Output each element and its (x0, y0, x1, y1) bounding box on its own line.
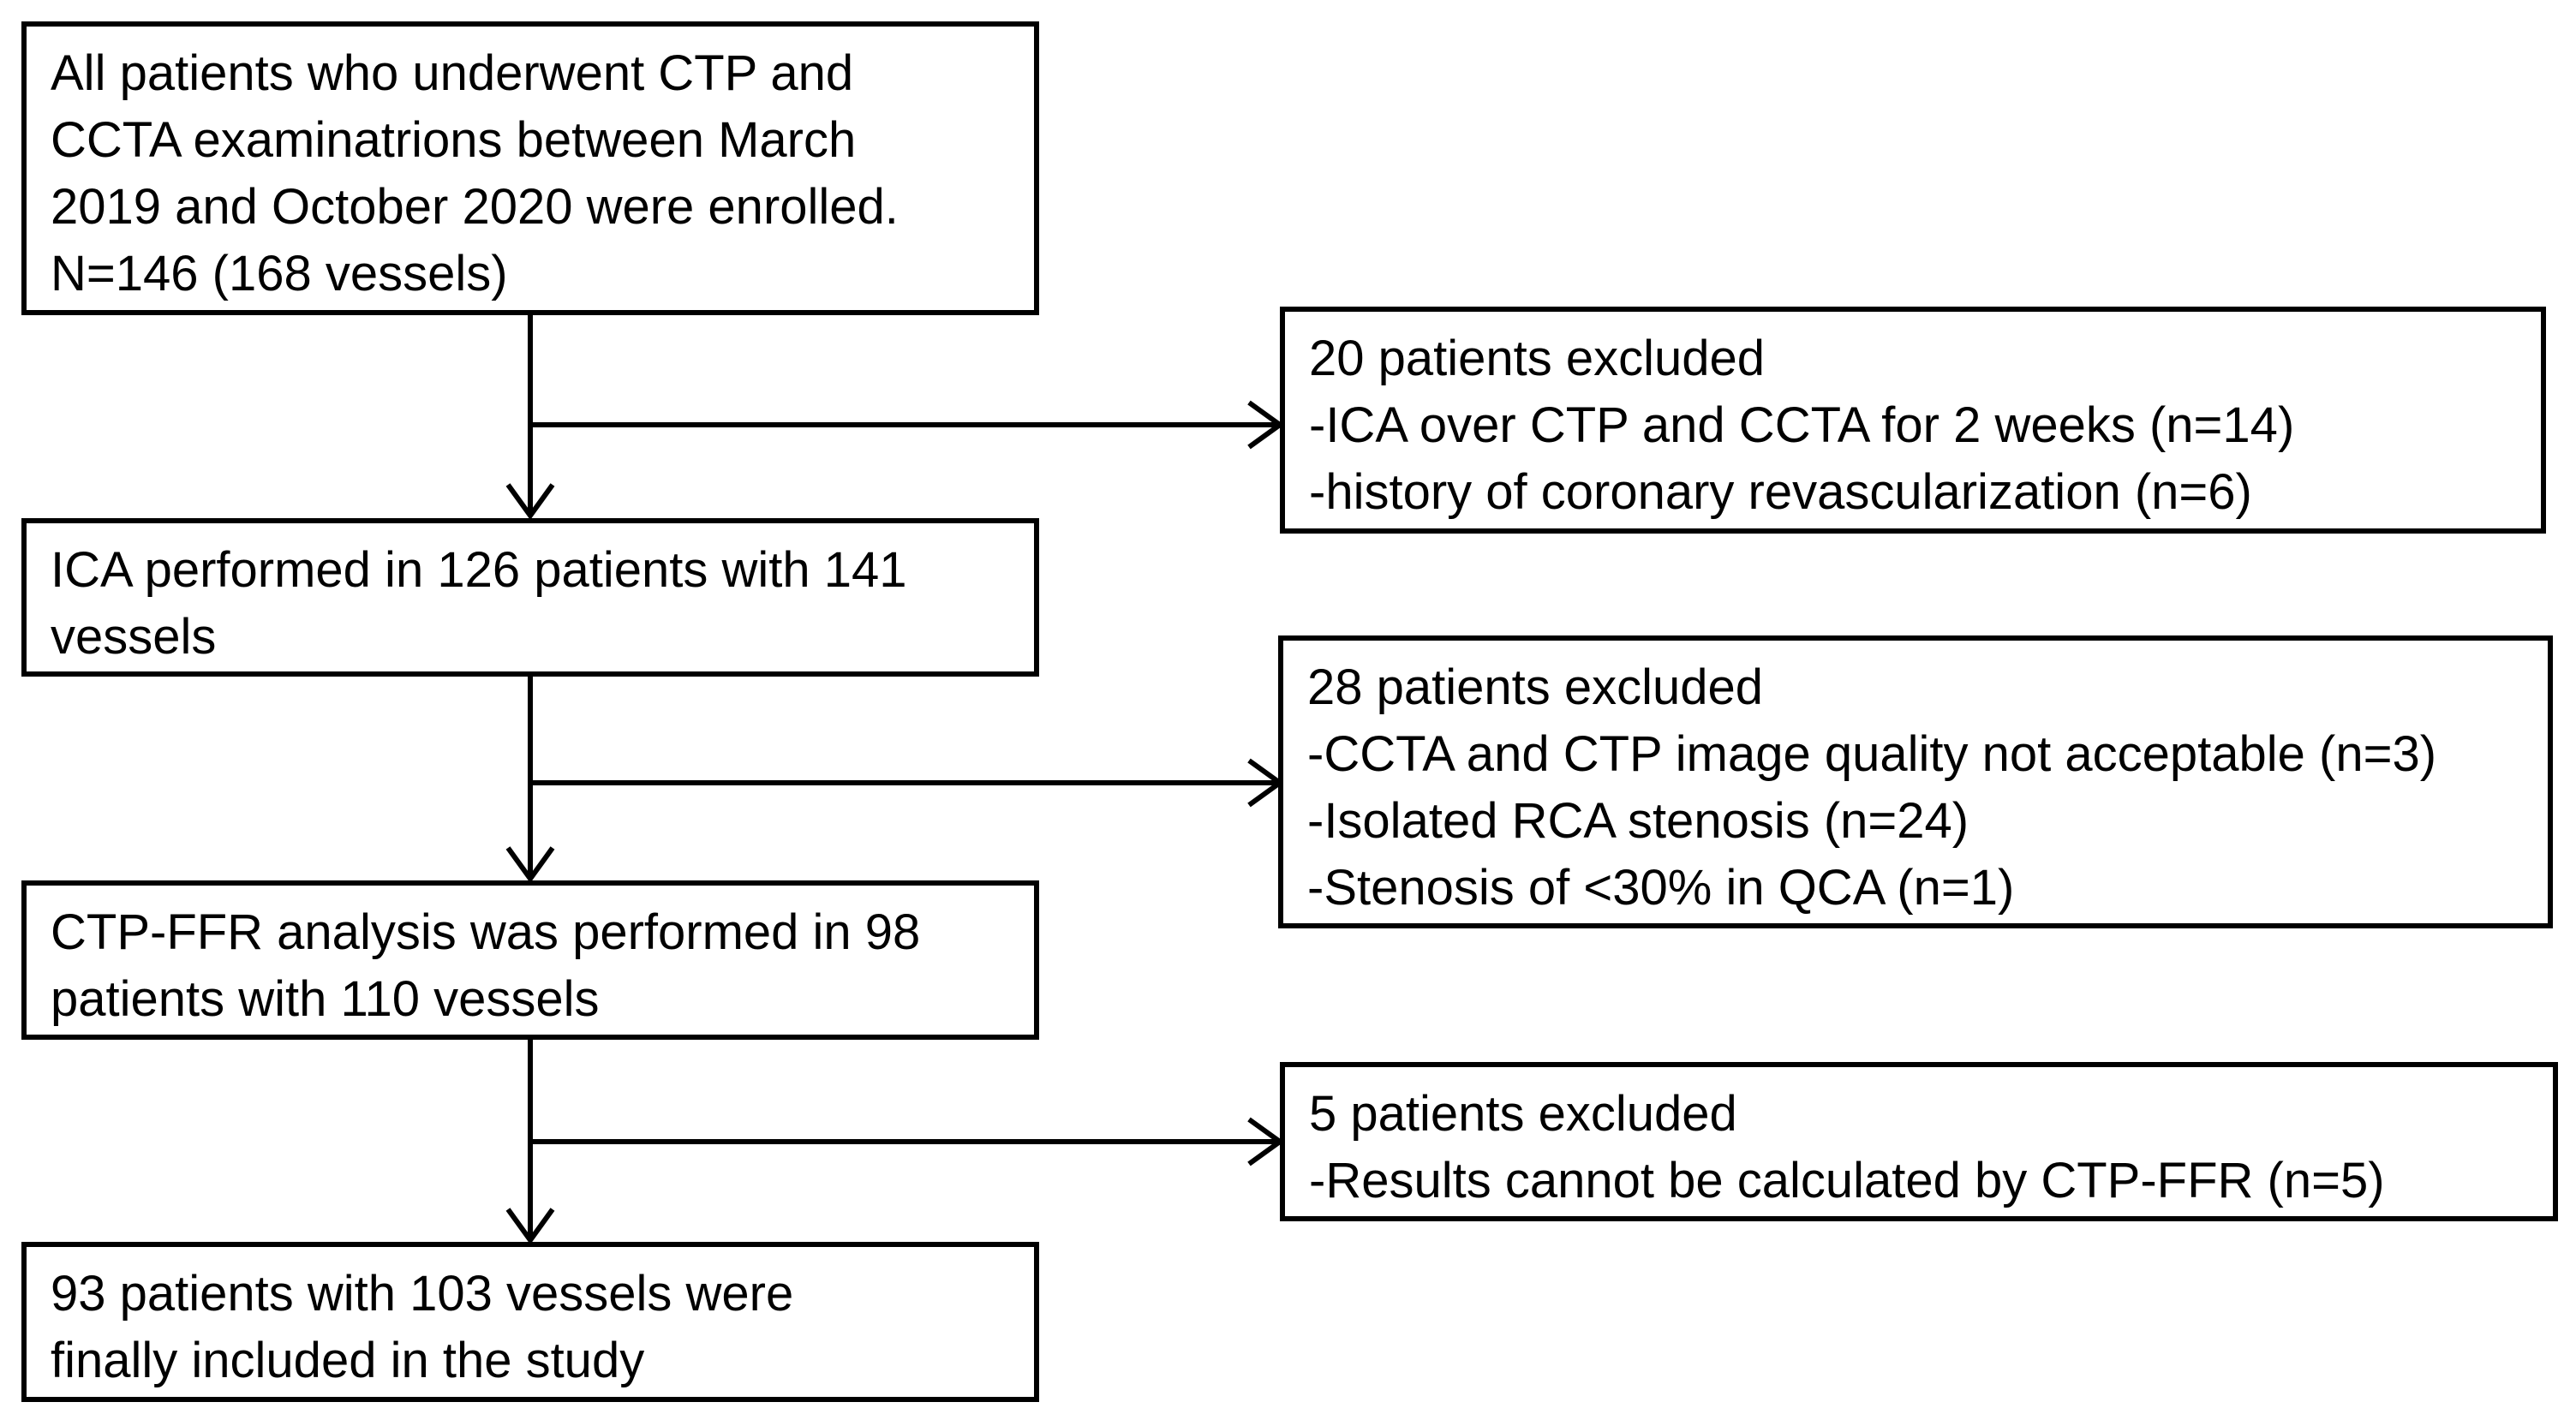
box-exclusion-2-line-4: -Stenosis of <30% in QCA (n=1) (1307, 860, 2015, 916)
box-final-line-1: 93 patients with 103 vessels were (51, 1266, 794, 1322)
box-exclusion-2: 28 patients excluded -CCTA and CTP image… (1278, 635, 2553, 928)
box-final-line-2: finally included in the study (51, 1333, 645, 1388)
box-ica: ICA performed in 126 patients with 141 v… (21, 518, 1039, 677)
box-exclusion-2-line-2: -CCTA and CTP image quality not acceptab… (1307, 726, 2437, 782)
box-enrolled: All patients who underwent CTP and CCTA … (21, 21, 1039, 315)
box-enrolled-line-3: 2019 and October 2020 were enrolled. (51, 179, 899, 235)
arrowhead-ctp-ffr-to-final (505, 1208, 555, 1245)
box-exclusion-1-line-3: -history of coronary revascularization (… (1309, 464, 2252, 520)
box-exclusion-1-line-2: -ICA over CTP and CCTA for 2 weeks (n=14… (1309, 397, 2295, 453)
box-enrolled-line-1: All patients who underwent CTP and (51, 45, 854, 101)
box-ica-line-2: vessels (51, 609, 217, 665)
box-exclusion-1: 20 patients excluded -ICA over CTP and C… (1280, 307, 2546, 534)
box-enrolled-line-4: N=146 (168 vessels) (51, 246, 508, 301)
box-ctp-ffr-line-1: CTP-FFR analysis was performed in 98 (51, 904, 921, 960)
arrowhead-ica-to-ctp-ffr (505, 846, 555, 884)
box-ica-line-1: ICA performed in 126 patients with 141 (51, 542, 907, 598)
box-enrolled-line-2: CCTA examinatrions between March (51, 112, 857, 168)
box-exclusion-1-line-1: 20 patients excluded (1309, 331, 1766, 386)
box-exclusion-2-line-1: 28 patients excluded (1307, 659, 1764, 715)
box-ctp-ffr: CTP-FFR analysis was performed in 98 pat… (21, 880, 1039, 1040)
box-exclusion-3-line-1: 5 patients excluded (1309, 1086, 1737, 1142)
box-ctp-ffr-line-2: patients with 110 vessels (51, 971, 600, 1027)
box-exclusion-2-line-3: -Isolated RCA stenosis (n=24) (1307, 793, 1969, 849)
box-final: 93 patients with 103 vessels were finall… (21, 1242, 1039, 1402)
box-exclusion-3-line-2: -Results cannot be calculated by CTP-FFR… (1309, 1153, 2385, 1208)
box-exclusion-3: 5 patients excluded -Results cannot be c… (1280, 1062, 2558, 1221)
arrowhead-enrolled-to-ica (505, 483, 555, 521)
